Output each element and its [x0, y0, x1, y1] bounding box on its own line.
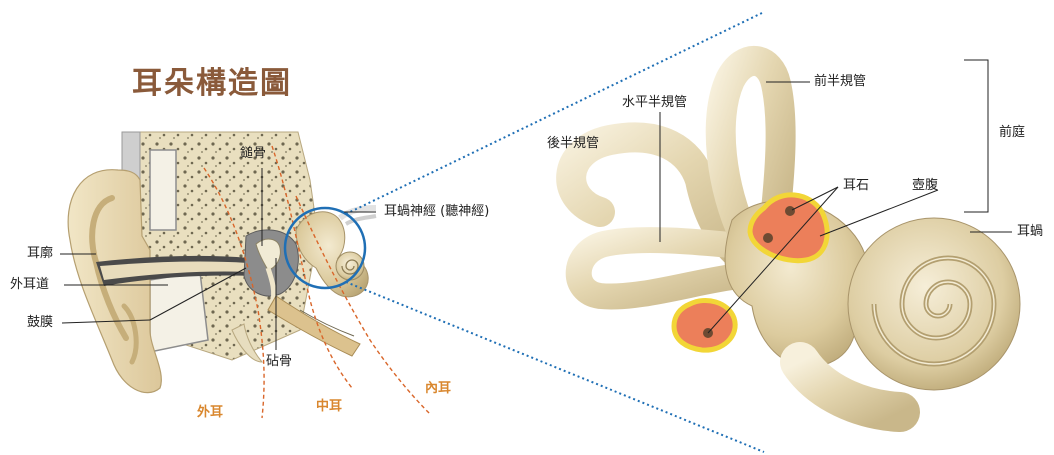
label-cochlea: 耳蝸 [1017, 224, 1043, 240]
otolith-patch-lower [674, 300, 735, 350]
ear-cross-section [68, 132, 430, 418]
label-otoliths: 耳石 [843, 178, 869, 194]
zone-inner-ear: 內耳 [425, 377, 451, 396]
label-anterior-canal: 前半規管 [814, 74, 866, 90]
zone-middle-ear: 中耳 [316, 395, 342, 414]
diagram-title: 耳朵構造圖 [132, 58, 292, 102]
inner-ear-enlarged [571, 61, 1020, 412]
label-malleus: 鎚骨 [240, 146, 266, 162]
label-auricle: 耳廓 [27, 246, 53, 262]
label-vestibule: 前庭 [999, 125, 1025, 141]
label-posterior-canal: 後半規管 [547, 136, 599, 152]
label-horizontal-canal: 水平半規管 [622, 95, 687, 111]
label-eardrum: 鼓膜 [27, 315, 53, 331]
label-saccule: 壺腹 [912, 178, 938, 194]
label-incus: 砧骨 [266, 354, 292, 370]
label-ear-canal: 外耳道 [10, 277, 49, 293]
label-cochlear-nerve: 耳蝸神經 (聽神經) [384, 204, 489, 220]
zone-outer-ear: 外耳 [197, 401, 223, 420]
